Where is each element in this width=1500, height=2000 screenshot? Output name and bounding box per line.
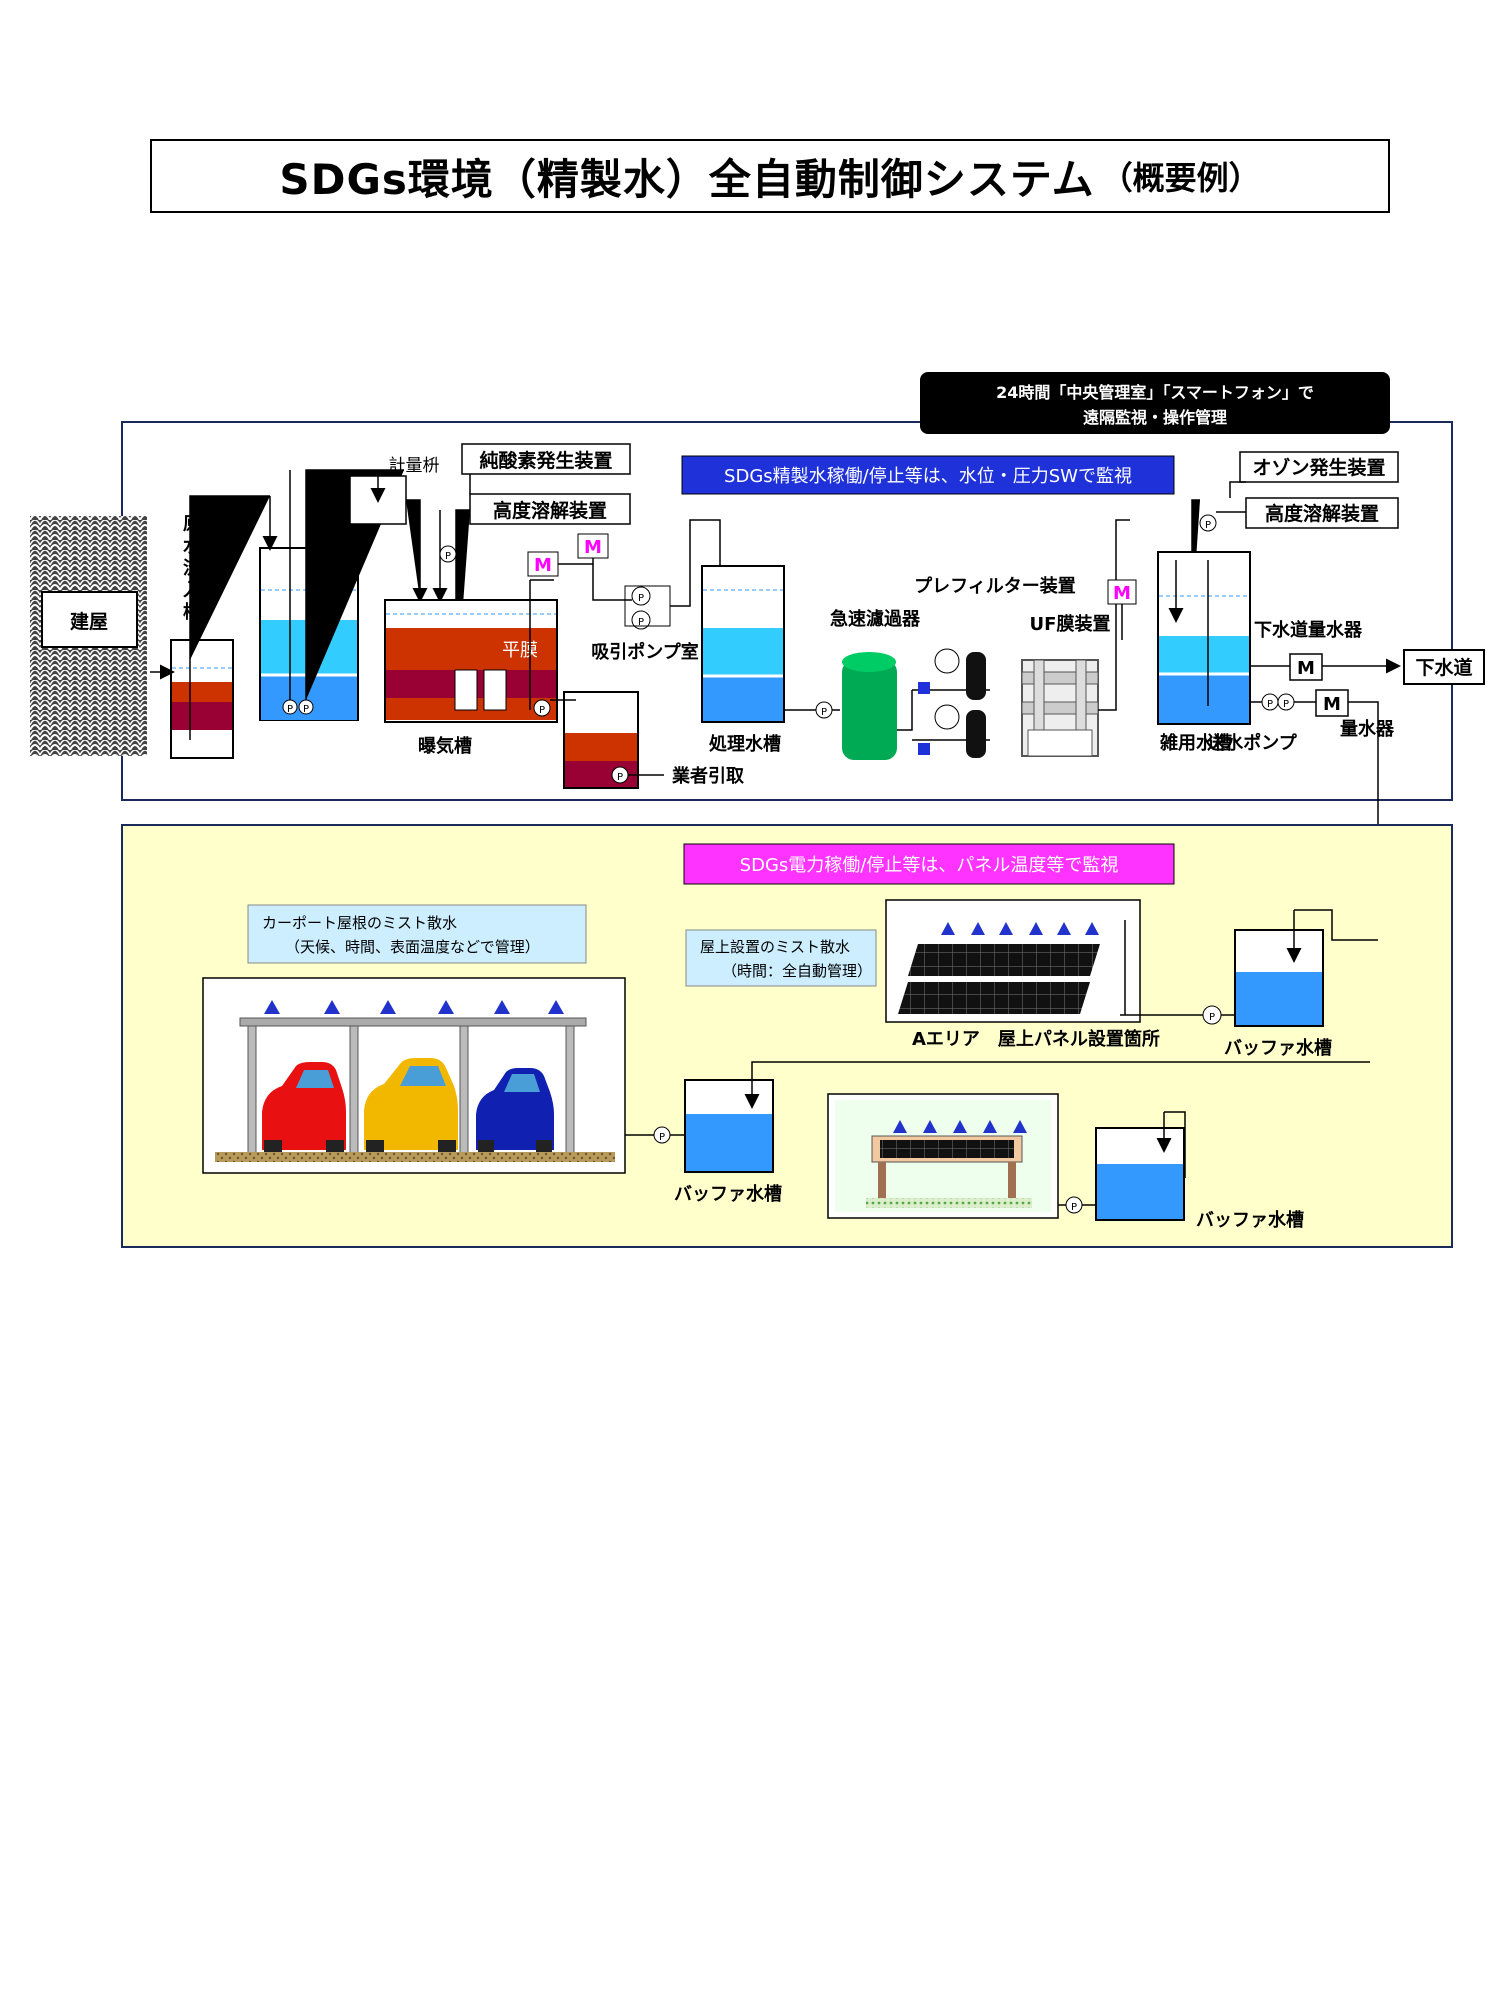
- building: 建屋: [30, 516, 147, 756]
- roof-mist-line1: 屋上設置のミスト散水: [700, 938, 850, 956]
- m-valve-2-label: M: [584, 537, 602, 558]
- m-valve-3: M: [1107, 579, 1137, 605]
- carport-scene: [202, 977, 626, 1174]
- dissolver1-label: 高度溶解装置: [493, 499, 607, 522]
- send-pump-2: P: [1283, 699, 1289, 710]
- buffer3-pump: P: [1071, 1202, 1077, 1213]
- uf-membrane-unit: UF膜装置: [1021, 519, 1130, 757]
- treated-pump: P: [821, 707, 827, 718]
- building-label: 建屋: [70, 610, 108, 633]
- aeration-label: 曝気槽: [418, 735, 472, 757]
- buffer-tank-2: P バッファ水槽: [1120, 909, 1378, 1059]
- carport-mist-line2: （天候、時間、表面温度などで管理）: [285, 938, 540, 956]
- roof-panel-area: Aエリア 屋上パネル設置箇所: [885, 899, 1160, 1050]
- rapid-filter-label: 急速濾過器: [830, 608, 921, 630]
- sewer-label: 下水道: [1415, 656, 1472, 679]
- ozone-generator: オゾン発生装置 高度溶解装置 P: [1184, 451, 1399, 623]
- uf-label: UF膜装置: [1030, 613, 1111, 635]
- blue-car: [476, 1068, 554, 1152]
- red-car: [262, 1062, 346, 1152]
- roof-mist-line2: （時間：全自動管理）: [722, 962, 872, 980]
- suction-pump-1: P: [638, 593, 644, 604]
- pump-tank: P P: [259, 469, 404, 721]
- buffer-tank-3: P バッファ水槽: [1058, 1111, 1304, 1231]
- buffer1-label: バッファ水槽: [674, 1183, 782, 1205]
- treated-label: 処理水槽: [709, 733, 781, 755]
- misc-water-tank: 雑用水槽: [1121, 551, 1251, 754]
- ozone-label: オゾン発生装置: [1252, 456, 1385, 479]
- raw-water-inflow-tank: 原 水 流 入 槽: [150, 495, 270, 759]
- membrane-label: 平膜: [502, 640, 538, 661]
- pump-p2: P: [303, 704, 309, 715]
- aeration-tank: 平膜 曝気槽 P: [384, 579, 558, 757]
- sewer-meter-label: 下水道量水器: [1254, 619, 1363, 641]
- carport-mist-line1: カーポート屋根のミスト散水: [262, 914, 457, 932]
- dissolver1-pump: P: [445, 551, 451, 562]
- buffer2-label: バッファ水槽: [1224, 1037, 1332, 1059]
- aeration-pump: P: [539, 705, 545, 716]
- planter-scene: [827, 1093, 1059, 1219]
- meter-label: 量水器: [1340, 718, 1395, 740]
- sewer-meter: 下水道量水器 M: [1250, 619, 1401, 681]
- remote-line1: 24時間「中央管理室」「スマートフォン」で: [996, 383, 1314, 402]
- metering-label: 計量枡: [389, 456, 440, 476]
- buffer1-pump: P: [659, 1132, 665, 1143]
- treated-water-tank: 処理水槽 P: [701, 565, 840, 755]
- m-valve-3-label: M: [1113, 583, 1131, 604]
- misc-tank-label: 雑用水槽: [1159, 732, 1232, 754]
- prefilter-label: プレフィルター装置: [914, 575, 1076, 597]
- roof-mist-label: 屋上設置のミスト散水 （時間：全自動管理）: [685, 929, 877, 987]
- oxygen-label: 純酸素発生装置: [479, 449, 612, 472]
- sewer-box: 下水道: [1403, 649, 1485, 685]
- page-title: SDGs環境（精製水）全自動制御システム: [279, 154, 1095, 204]
- buffer3-label: バッファ水槽: [1196, 1209, 1304, 1231]
- contractor-pump: P: [617, 772, 623, 783]
- send-pump-1: P: [1267, 699, 1273, 710]
- buffer-tank-1: P バッファ水槽: [625, 1061, 1370, 1205]
- m-valve-2: M: [577, 533, 609, 559]
- pump-p1: P: [287, 704, 293, 715]
- remote-line2: 遠隔監視・操作管理: [1083, 408, 1227, 427]
- contractor-tank: P 業者引取: [550, 691, 745, 789]
- buffer2-pump: P: [1209, 1012, 1215, 1023]
- meter-m: M: [1323, 694, 1341, 715]
- title-box: SDGs環境（精製水）全自動制御システム （概要例）: [150, 139, 1390, 213]
- metering-box: 計量枡: [349, 456, 440, 603]
- suction-pump-room: P P 吸引ポンプ室: [591, 519, 728, 663]
- contractor-label: 業者引取: [671, 765, 745, 787]
- carport-mist-label: カーポート屋根のミスト散水 （天候、時間、表面温度などで管理）: [247, 904, 587, 964]
- remote-monitoring-box: 24時間「中央管理室」「スマートフォン」で 遠隔監視・操作管理: [920, 372, 1390, 434]
- power-monitor-banner: SDGs電力稼働/停止等は、パネル温度等で監視: [683, 843, 1175, 885]
- area-a-label: Aエリア 屋上パネル設置箇所: [912, 1028, 1160, 1050]
- sewer-meter-m: M: [1297, 658, 1315, 679]
- rapid-filter: 急速濾過器: [830, 608, 921, 760]
- m-valve-1-label: M: [534, 555, 552, 576]
- m-valve-1: M: [527, 551, 559, 577]
- water-banner-text: SDGs精製水稼働/停止等は、水位・圧力SWで監視: [724, 466, 1132, 487]
- send-pump-label: 送水ポンプ: [1206, 732, 1297, 754]
- suction-pump-2: P: [638, 617, 644, 628]
- prefilter-unit: プレフィルター装置: [912, 575, 1076, 758]
- yellow-car: [364, 1058, 458, 1152]
- dissolver2-pump: P: [1205, 520, 1211, 531]
- suction-label: 吸引ポンプ室: [591, 641, 698, 663]
- power-banner-text: SDGs電力稼働/停止等は、パネル温度等で監視: [740, 855, 1119, 876]
- page-subtitle: （概要例）: [1100, 159, 1261, 197]
- dissolver2-label: 高度溶解装置: [1265, 502, 1379, 525]
- water-monitor-banner: SDGs精製水稼働/停止等は、水位・圧力SWで監視: [681, 455, 1175, 495]
